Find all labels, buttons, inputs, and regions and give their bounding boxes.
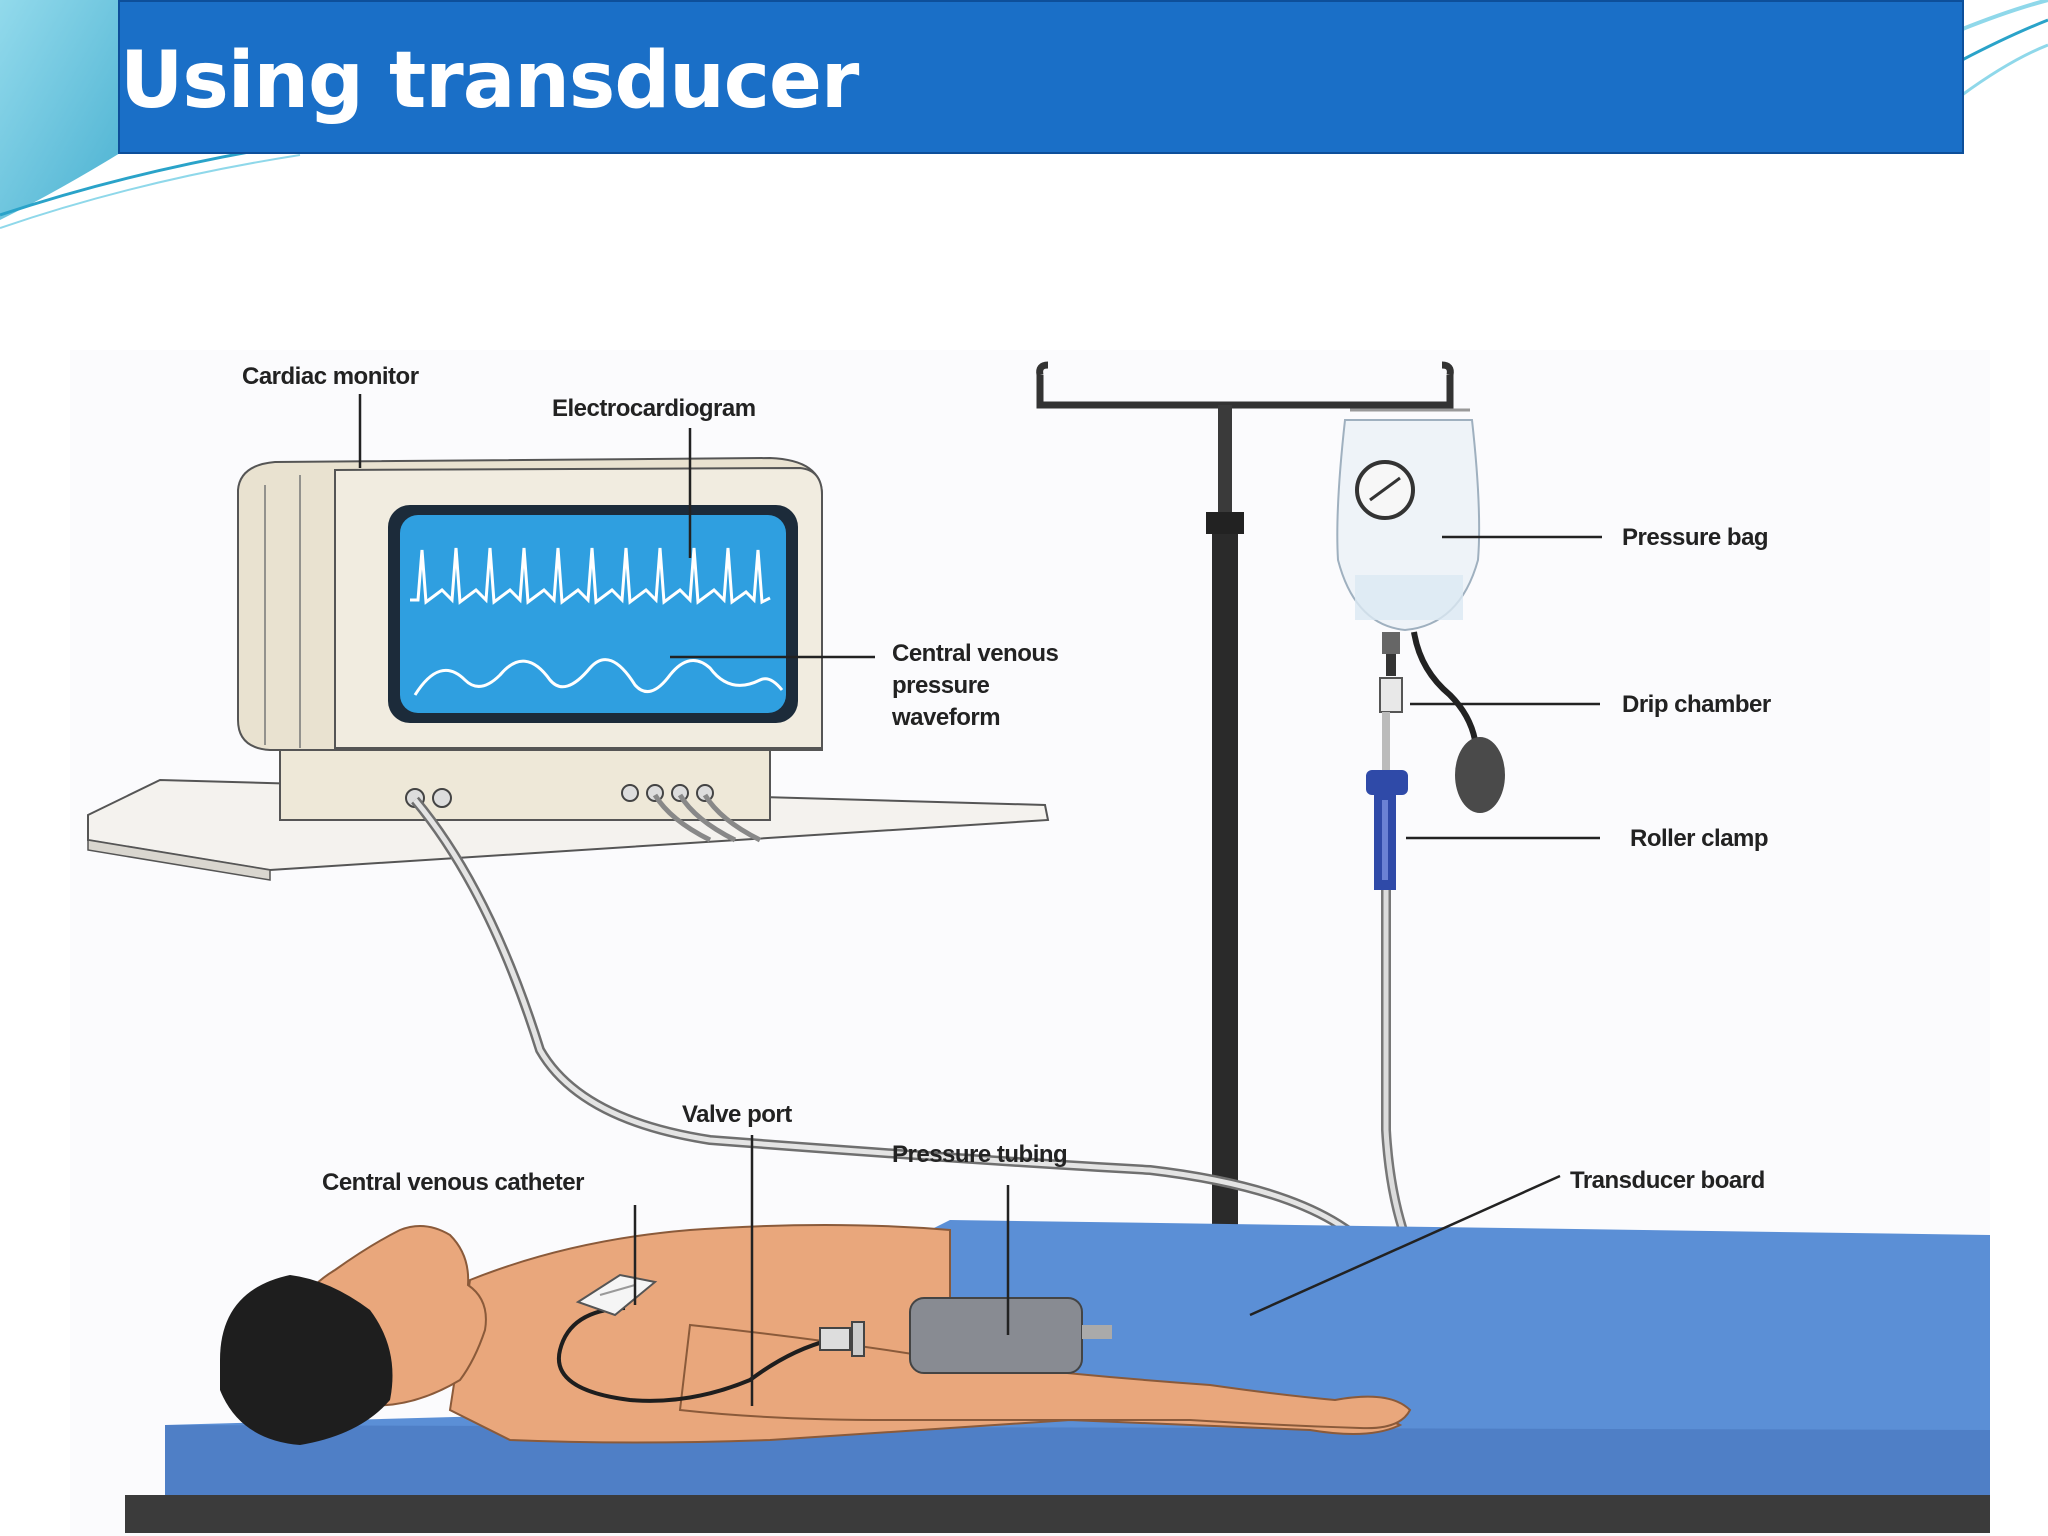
pressure-bag (1336, 408, 1481, 632)
label-valve-port: Valve port (682, 1101, 792, 1128)
leader-lines (358, 394, 1602, 1406)
label-pressure-bag: Pressure bag (1622, 524, 1768, 551)
title-bar: Using transducer (118, 0, 1964, 154)
transducer-setup-diagram: Cardiac monitor Electrocardiogram Centra… (70, 350, 1990, 1536)
slide-title: Using transducer (120, 36, 859, 126)
decorative-swoosh (0, 0, 2048, 229)
label-roller-clamp: Roller clamp (1630, 825, 1768, 852)
label-cvp-waveform-2: pressure (892, 672, 990, 699)
ecg-trace (410, 547, 771, 605)
label-electrocardiogram: Electrocardiogram (552, 395, 756, 422)
roller-clamp (1366, 712, 1408, 890)
label-central-venous-catheter: Central venous catheter (322, 1169, 584, 1196)
label-cardiac-monitor: Cardiac monitor (242, 363, 419, 390)
monitor-screen (400, 515, 786, 713)
transducer (819, 1297, 1112, 1374)
drip-chamber (1379, 631, 1505, 813)
iv-pole (1036, 361, 1454, 1334)
label-cvp-waveform-1: Central venous (892, 640, 1059, 667)
label-pressure-tubing: Pressure tubing (892, 1141, 1067, 1168)
label-transducer-board: Transducer board (1570, 1167, 1765, 1194)
label-cvp-waveform-3: waveform (891, 704, 1000, 731)
label-drip-chamber: Drip chamber (1622, 691, 1771, 718)
cardiac-monitor (237, 456, 823, 843)
cvp-waveform-trace (413, 658, 784, 696)
